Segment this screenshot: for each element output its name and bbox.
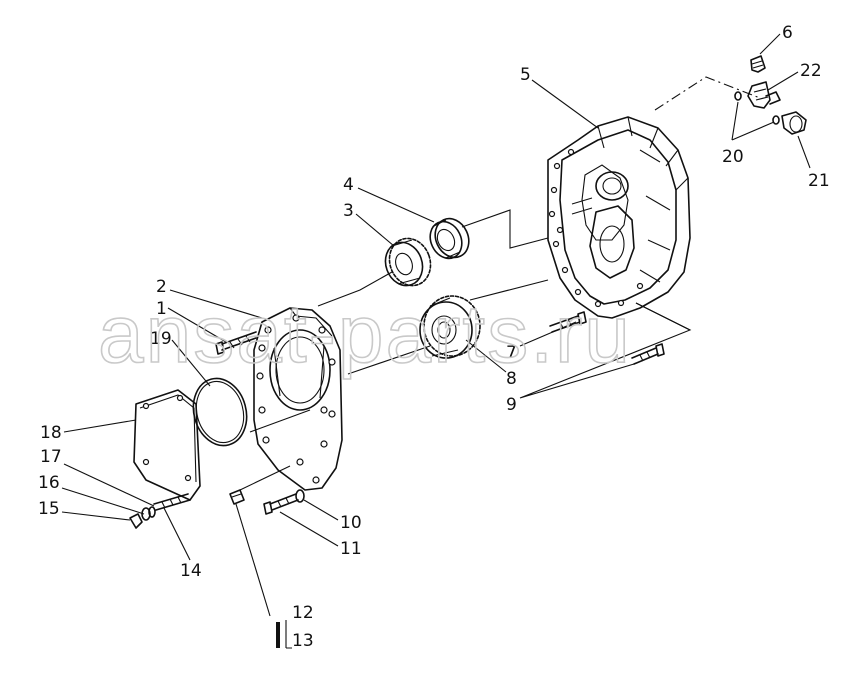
- bolt-part-11: [263, 493, 299, 515]
- callout-9: 9: [506, 395, 517, 415]
- plug-part-12: [229, 489, 245, 505]
- nut-part-15: [129, 513, 143, 529]
- callout-2: 2: [156, 277, 167, 297]
- bolt-part-1: [215, 331, 257, 355]
- callout-4: 4: [343, 175, 354, 195]
- watermark-text: ansat-parts.ru: [98, 289, 632, 380]
- callout-labels: 5 6 22 20 21 4 3 2 1 19 18 17 16 15 14 1…: [38, 23, 830, 651]
- gear-part-3: [384, 237, 432, 287]
- callout-15: 15: [38, 499, 60, 519]
- stud-part-14: [153, 493, 191, 511]
- callout-10: 10: [340, 513, 362, 533]
- cover-part-2: [253, 307, 343, 491]
- callout-8: 8: [506, 369, 517, 389]
- callout-6: 6: [782, 23, 793, 43]
- callout-20: 20: [722, 147, 744, 167]
- callout-21: 21: [808, 171, 830, 191]
- callout-19: 19: [150, 329, 172, 349]
- callout-16: 16: [38, 473, 60, 493]
- assembly-lines: [239, 76, 761, 491]
- callout-17: 17: [40, 447, 62, 467]
- callout-5: 5: [520, 65, 531, 85]
- gear-part-8: [419, 295, 481, 359]
- elbow-fitting-part-22: [747, 81, 781, 109]
- housing-part-5: [547, 116, 691, 319]
- callout-7: 7: [506, 343, 517, 363]
- callout-1: 1: [156, 299, 167, 319]
- bearing-part-4: [429, 217, 470, 260]
- bolt-part-9: [631, 343, 665, 365]
- callout-22: 22: [800, 61, 822, 81]
- callout-18: 18: [40, 423, 62, 443]
- callout-13: 13: [292, 631, 314, 651]
- o-ring-part-19: [192, 377, 248, 447]
- fitting-part-6: [750, 55, 766, 73]
- callout-11: 11: [340, 539, 362, 559]
- washer-part-16: [141, 507, 151, 521]
- washer-part-10: [295, 489, 305, 503]
- square-cover-part-18: [133, 389, 201, 501]
- callout-14: 14: [180, 561, 202, 581]
- plug-part-21: [781, 111, 807, 135]
- washer-part-20: [734, 91, 780, 125]
- leader-lines: [61, 33, 811, 649]
- washer-part-17: [148, 506, 156, 518]
- callout-3: 3: [343, 201, 354, 221]
- callout-12: 12: [292, 603, 314, 623]
